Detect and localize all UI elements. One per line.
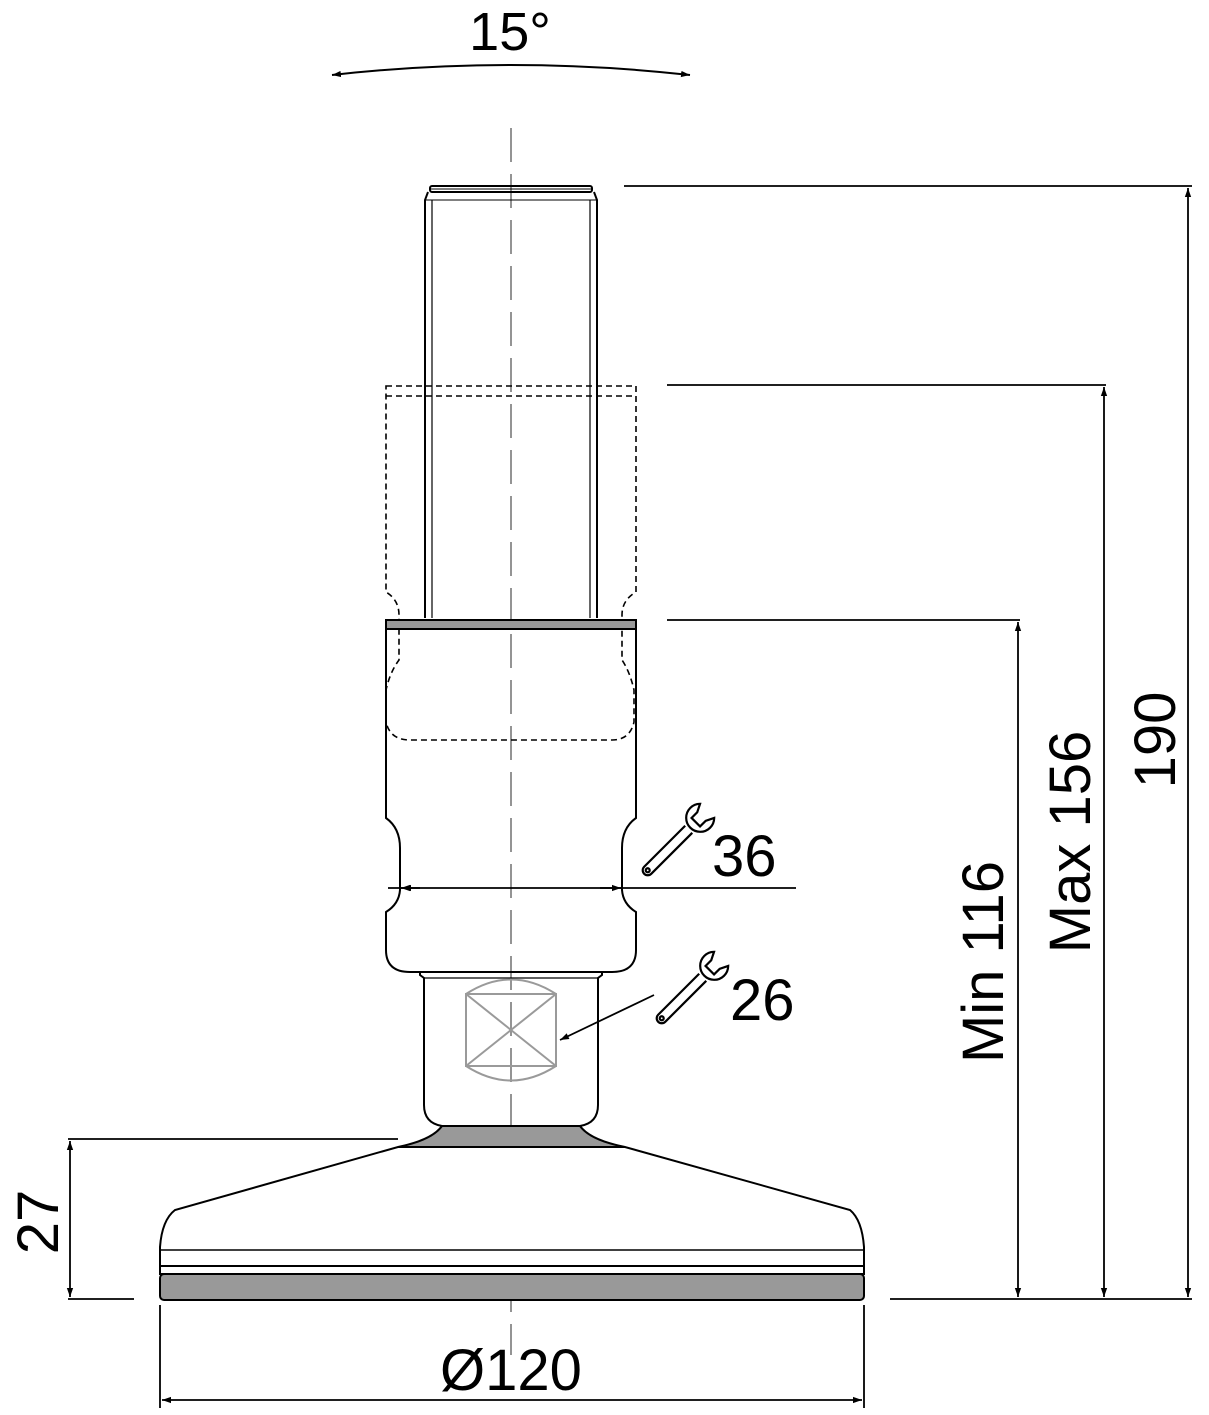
wrench-26-callout: 26	[559, 950, 795, 1041]
extension-lines	[68, 185, 1192, 1408]
angle-label: 15°	[469, 2, 551, 62]
height-190-dimension: 190	[1123, 188, 1192, 1297]
wrench-icon	[641, 802, 716, 877]
wrench-36-label: 36	[712, 824, 777, 889]
base-collar	[397, 1125, 626, 1148]
height-max-label: Max 156	[1038, 731, 1103, 953]
hex-sleeve	[385, 619, 637, 973]
base-cone	[159, 1146, 865, 1267]
base-height-dimension: 27	[6, 1141, 74, 1297]
height-min-label: Min 116	[951, 861, 1016, 1063]
angle-dimension: 15°	[331, 2, 691, 78]
wrench-flats	[465, 978, 557, 1082]
wrench-26-label: 26	[730, 968, 795, 1033]
angle-arc	[331, 64, 691, 78]
wrench-icon	[655, 950, 730, 1025]
height-190-label: 190	[1123, 692, 1188, 789]
sleeve-top-band	[385, 619, 637, 630]
height-min-dimension: Min 116	[951, 622, 1022, 1297]
height-max-dimension: Max 156	[1038, 387, 1108, 1297]
base-height-label: 27	[6, 1190, 71, 1255]
base-pad	[159, 1273, 865, 1301]
threaded-stud	[424, 185, 598, 618]
base	[159, 1125, 865, 1301]
base-diameter-dimension: Ø120	[162, 1338, 862, 1404]
base-diameter-label: Ø120	[440, 1338, 582, 1403]
wrench-36-callout: 36	[388, 802, 796, 889]
